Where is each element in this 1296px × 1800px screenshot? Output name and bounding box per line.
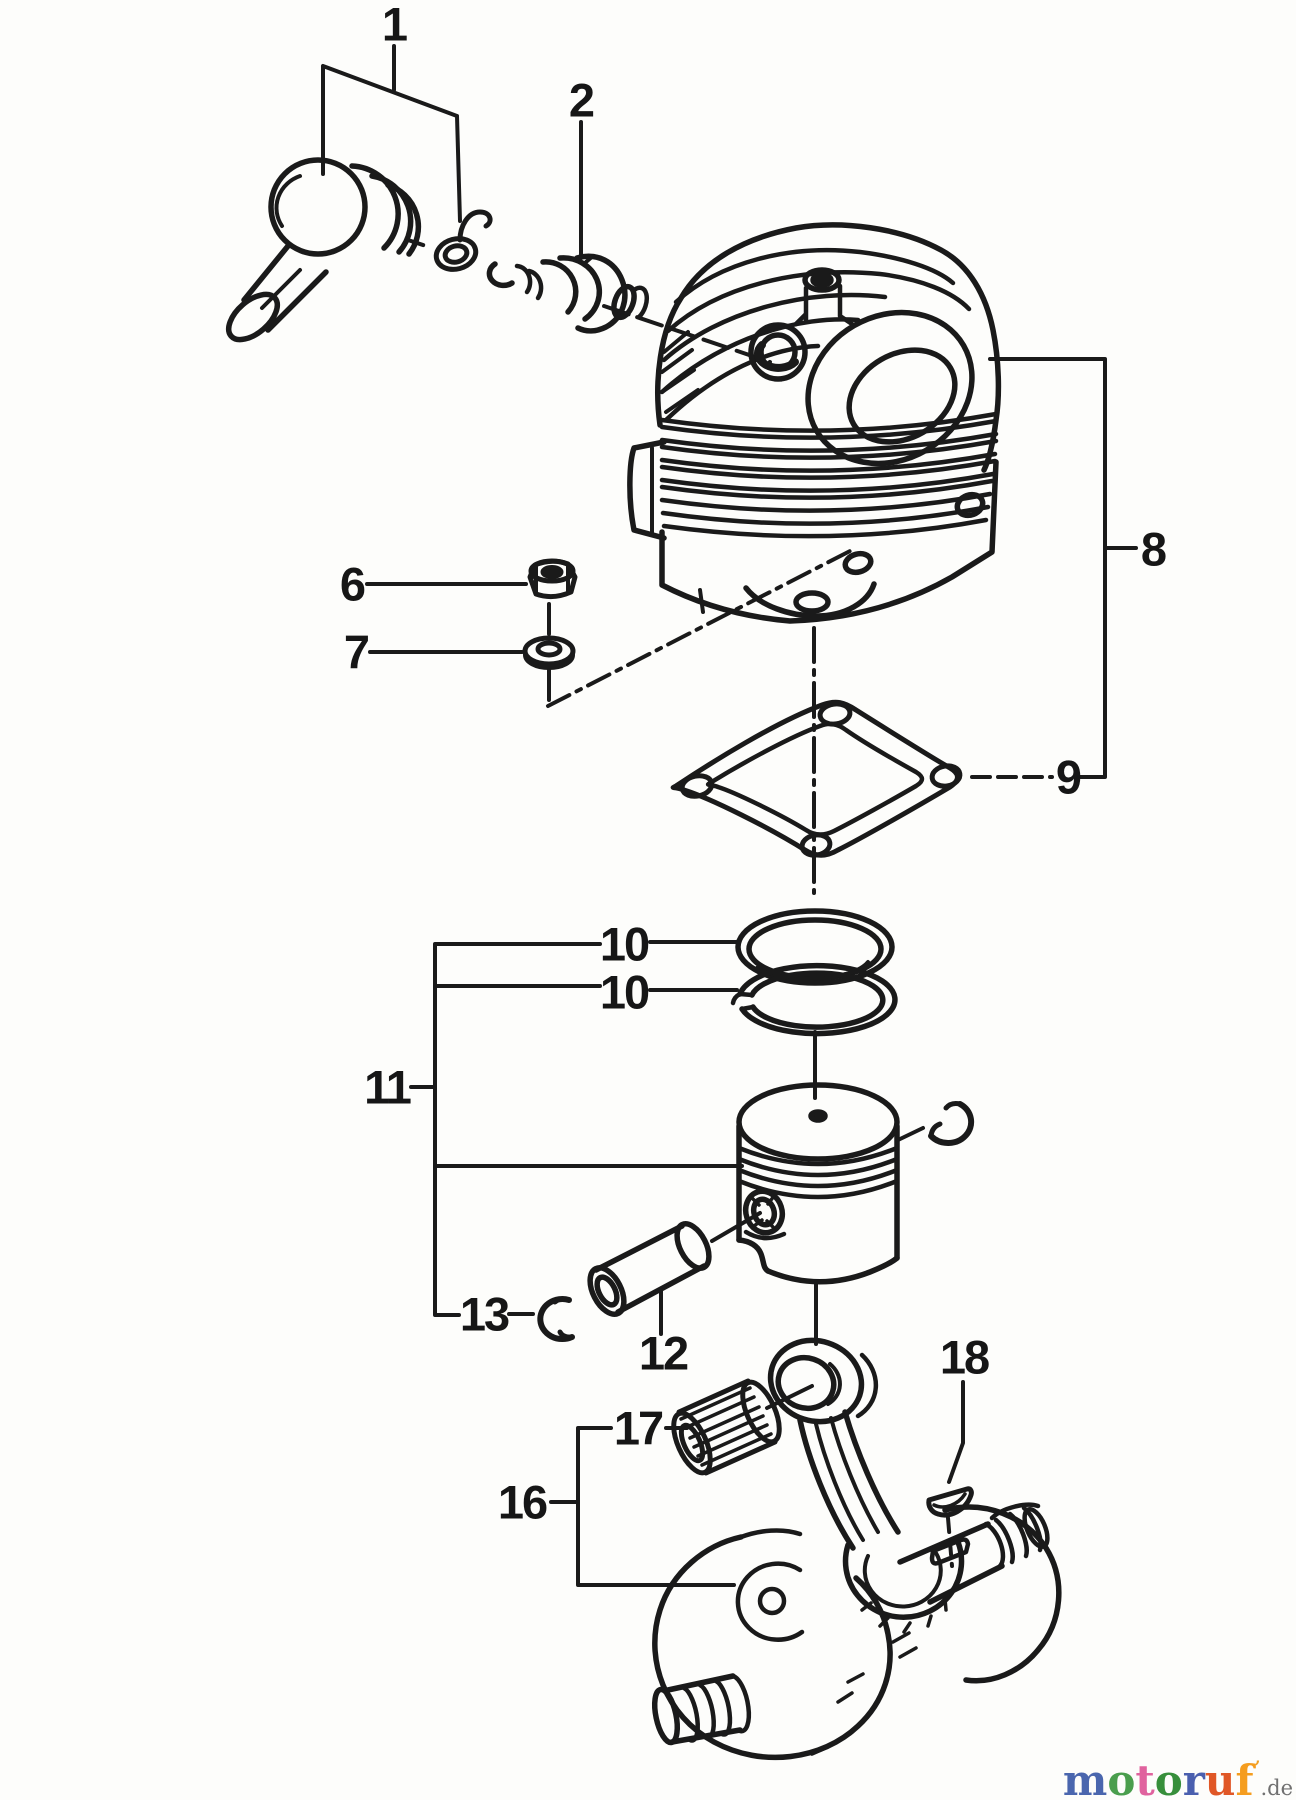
circlip-right-drawing: [928, 1101, 975, 1146]
callout-18-leader: [947, 1380, 965, 1484]
piston-ring-top-drawing: [735, 908, 895, 986]
part-label-6: 6: [339, 557, 366, 611]
part-label-16: 16: [497, 1475, 548, 1529]
logo-letter: u: [1204, 1756, 1236, 1800]
circlip-top-leader: [896, 1126, 925, 1142]
logo-letter: o: [1107, 1756, 1136, 1800]
woodruff-key-drawing: [926, 1486, 974, 1518]
leader-lines: [321, 44, 1138, 1587]
logo-letter: o: [1154, 1756, 1183, 1800]
logo-letter: t: [1135, 1756, 1155, 1800]
spark-plug-cap-drawing: [225, 157, 434, 343]
stud-dashdot: [546, 548, 854, 708]
crankshaft-drawing: [651, 1337, 1062, 1761]
part-label-18: 18: [939, 1330, 990, 1384]
part-label-2: 2: [568, 73, 595, 127]
callout-1-leader: [321, 44, 462, 223]
piston-pin-drawing: [587, 1221, 712, 1317]
spark-plug-drawing: [486, 253, 649, 334]
part-label-11: 11: [364, 1060, 412, 1114]
washer-drawing: [522, 635, 576, 670]
motoruf-logo: motoruf’.de: [1063, 1760, 1293, 1800]
part-label-9: 9: [1055, 750, 1082, 804]
circlip-13-drawing: [537, 1296, 575, 1342]
logo-letter: r: [1182, 1756, 1205, 1800]
part-label-13: 13: [459, 1287, 510, 1341]
callout-8-bracket: [988, 357, 1138, 779]
part-label-17: 17: [613, 1401, 664, 1455]
piston-drawing: [736, 1082, 900, 1285]
logo-letter: f: [1235, 1756, 1254, 1800]
needle-bearing-drawing: [671, 1378, 782, 1476]
part-label-1: 1: [381, 0, 408, 51]
gasket-drawing: [670, 699, 963, 858]
logo-trademark-tick: ’: [1254, 1758, 1261, 1778]
part-label-8: 8: [1140, 522, 1167, 576]
part-label-7: 7: [343, 625, 370, 679]
part-label-10a: 10: [599, 917, 650, 971]
piston-ring-bottom-drawing: [730, 962, 898, 1037]
part-label-10b: 10: [599, 965, 650, 1019]
nut-drawing: [527, 558, 578, 600]
part-label-12: 12: [638, 1326, 689, 1380]
logo-domain-suffix: .de: [1260, 1776, 1293, 1800]
pin-leader: [710, 1211, 762, 1243]
callout-16-bracket: [549, 1426, 736, 1587]
cylinder-drawing: [627, 222, 1002, 624]
cap-clip-drawing: [433, 209, 493, 272]
callout-11-bracket: [409, 942, 744, 1317]
logo-letter: m: [1062, 1756, 1108, 1800]
